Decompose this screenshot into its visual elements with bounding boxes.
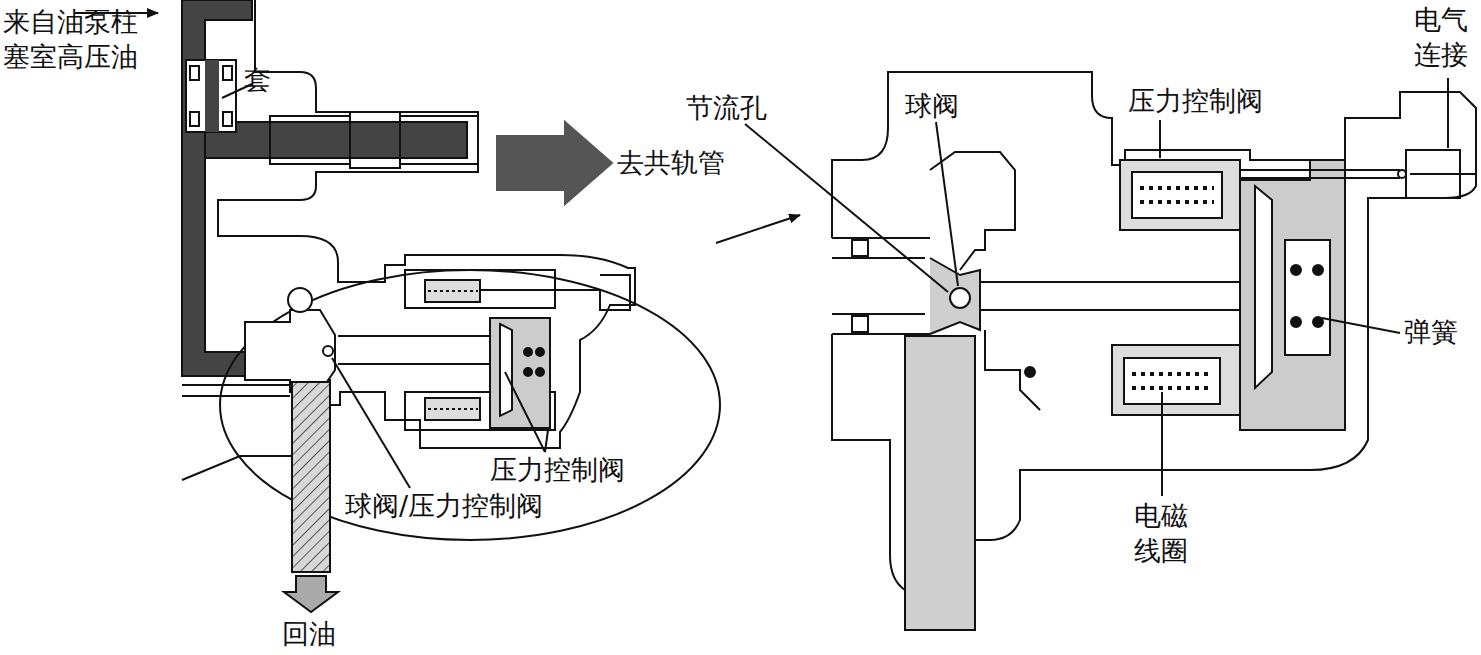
spring: [1291, 317, 1301, 327]
ball: [950, 288, 970, 308]
part-label: 球阀/压力控制阀: [345, 488, 543, 523]
detail-arrow: [716, 215, 800, 243]
coil-winding: [428, 291, 478, 409]
sleeve-bore: [205, 60, 219, 132]
part-label: 电磁 线圈: [1134, 498, 1193, 568]
part-label: 弹簧: [1404, 314, 1458, 349]
leader-line: [332, 358, 410, 488]
fitting-line: [349, 112, 351, 168]
fitting-line: [399, 112, 401, 168]
part-label: 节流孔: [686, 90, 767, 125]
seat-nut: [288, 288, 312, 312]
rail-passage: [205, 122, 467, 158]
part-label: 去共轨管: [617, 145, 725, 180]
leader-line: [745, 124, 948, 292]
connector: [480, 275, 630, 310]
outlet-fitting: [270, 112, 478, 168]
wire: [1240, 170, 1400, 178]
return-passage: [905, 336, 975, 630]
housing-outline: [832, 72, 1476, 630]
part-label: 球阀: [905, 88, 959, 123]
leader-line: [1159, 120, 1161, 158]
pin: [1398, 170, 1406, 178]
plug: [1406, 150, 1476, 198]
armature-housing: [490, 318, 550, 428]
return-arrow: [284, 576, 338, 612]
spring-chamber: [1285, 240, 1330, 355]
part-label: 电气 连接: [1414, 2, 1473, 72]
shaft: [338, 336, 500, 364]
spring: [1313, 317, 1323, 327]
coil: [1132, 172, 1222, 218]
leader-line: [545, 430, 548, 452]
sleeve-seal: [223, 112, 232, 126]
armature-housing: [1240, 160, 1345, 430]
coil: [1124, 358, 1220, 404]
armature-disc: [1255, 186, 1272, 388]
sleeve-seal: [190, 66, 199, 80]
leader-line: [936, 122, 958, 286]
coil-housing: [1120, 160, 1240, 230]
leader-line: [505, 372, 545, 452]
left-view: [75, 0, 800, 612]
sleeve-seal: [223, 66, 232, 80]
coil-housing: [1112, 345, 1240, 415]
part-label: 压力控制阀: [1128, 83, 1263, 118]
valve-seat: [245, 310, 335, 392]
spring: [536, 348, 544, 356]
spring: [1313, 265, 1323, 275]
ball: [323, 346, 333, 356]
coil-winding: [1140, 188, 1214, 202]
seat-block: [985, 330, 1040, 410]
spring: [524, 368, 532, 376]
outlet-arrow: [497, 122, 612, 204]
inlet-bore: [832, 238, 930, 334]
spring: [524, 348, 532, 356]
seal: [852, 316, 868, 332]
right-view: [745, 72, 1476, 630]
shaft: [980, 282, 1250, 310]
return-pipe: [292, 382, 330, 572]
seal: [852, 240, 868, 256]
coil-winding: [1132, 374, 1212, 388]
sleeve-seal: [190, 112, 199, 126]
part-label: 回油: [282, 616, 336, 651]
part-label: 套: [244, 62, 271, 97]
armature: [500, 324, 512, 416]
spring: [536, 368, 544, 376]
o-ring: [1025, 367, 1035, 377]
part-label: 压力控制阀: [490, 452, 625, 487]
part-label: 来自油泵柱 塞室高压油: [3, 4, 146, 74]
pipe-line: [182, 385, 290, 396]
spring: [1291, 265, 1301, 275]
high-pressure-passage: [182, 0, 300, 376]
leader-line: [1322, 318, 1400, 333]
leader-line: [1447, 78, 1449, 148]
housing-outline: [218, 0, 635, 448]
leader-line: [1161, 392, 1163, 496]
